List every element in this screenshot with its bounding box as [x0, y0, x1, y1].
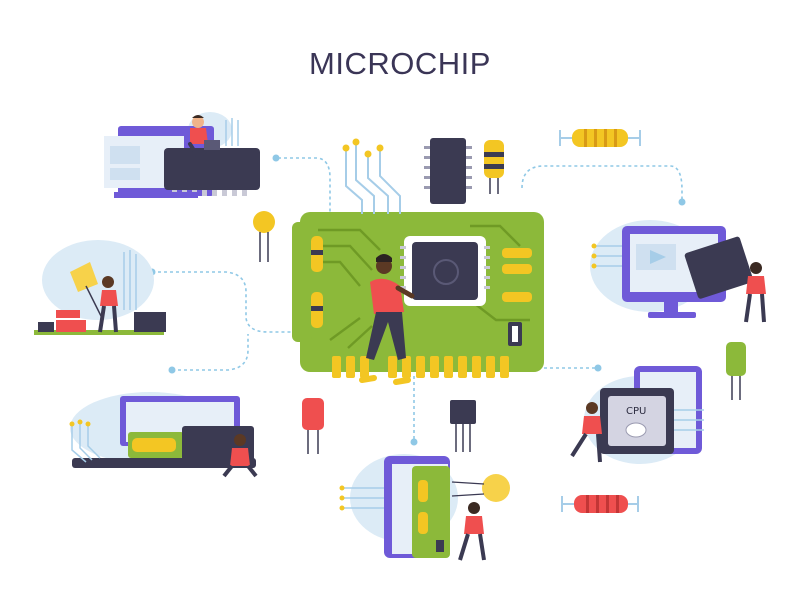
capacitor-red [302, 398, 324, 454]
transistor-black [450, 400, 476, 452]
component-scene-bottom [339, 454, 510, 561]
central-circuit-board [292, 212, 544, 385]
capacitor-yellow-left [253, 211, 275, 262]
resistor-top-right [559, 129, 641, 147]
cpu-scene-right: CPU [570, 366, 704, 464]
resistor-bottom-right [561, 495, 639, 513]
page-title: MICROCHIP [309, 46, 491, 81]
connector-lines [152, 157, 683, 440]
main-chip [400, 236, 490, 306]
monitor-scene-right [590, 220, 766, 323]
worker-figure [359, 254, 415, 385]
capacitor-green-right [726, 342, 746, 400]
wire-tips [342, 138, 384, 158]
inductor-top [484, 140, 504, 194]
ic-chip-top [424, 138, 472, 204]
laptop-scene-top-left [104, 112, 260, 198]
lamp-scene-left [34, 240, 166, 335]
wire-bundle-top [345, 144, 401, 214]
cpu-label: CPU [626, 406, 646, 417]
laptop-scene-bottom-left [69, 392, 258, 478]
